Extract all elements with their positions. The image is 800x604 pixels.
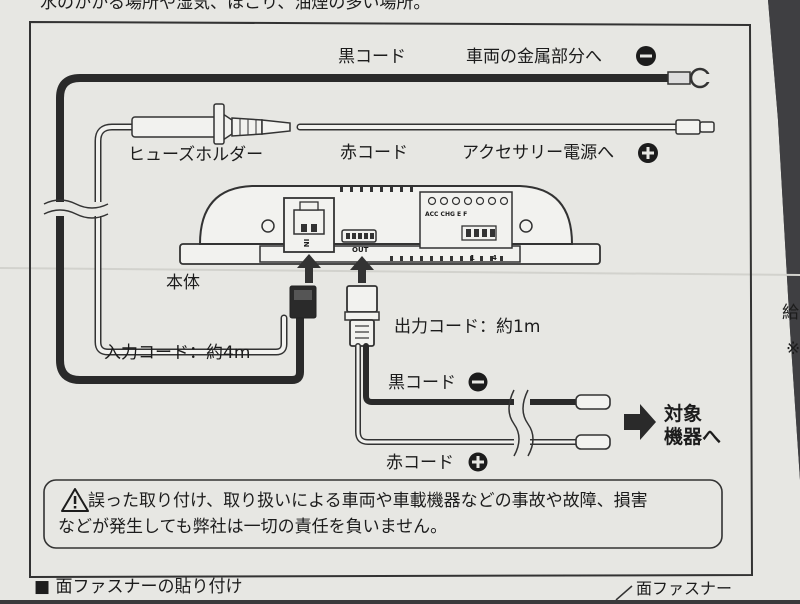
output-terminal-black	[575, 394, 611, 410]
label-red-cord-top: 赤コード	[340, 143, 408, 163]
screw-hole-left	[261, 219, 275, 233]
ring-terminal	[667, 67, 711, 89]
in-port: IN	[283, 197, 335, 253]
label-black-cord-out: 黒コード	[388, 373, 456, 393]
corner-leader-line	[615, 585, 633, 601]
pin-label-right: 4	[492, 254, 497, 262]
pin-label-left: 1	[470, 254, 475, 262]
warning-text-line1: 誤った取り付け、取り扱いによる車両や車載機器などの事故や故障、損害	[88, 491, 648, 511]
cord-break-mark-left	[43, 199, 114, 219]
corner-label: 面ファスナー	[636, 579, 732, 598]
in-connector-plug	[289, 285, 317, 319]
minus-circle-icon	[636, 46, 656, 66]
top-fragment-text: 水のかかる場所や湿気、ほこり、油煙の多い場所。	[40, 0, 430, 13]
plus-circle-icon	[638, 143, 658, 163]
label-output-cord: 出力コード：約1m	[394, 317, 540, 337]
label-target-device-1: 対象	[663, 402, 702, 425]
diagram-frame	[29, 20, 754, 579]
section-heading: ■ 面ファスナーの貼り付け	[34, 577, 242, 597]
top-vents	[340, 187, 413, 192]
label-input-cord: 入力コード：約4m	[104, 343, 250, 363]
output-cord-red	[355, 343, 579, 445]
insert-arrow-out	[350, 256, 374, 283]
label-to-vehicle-metal: 車両の金属部分へ	[466, 47, 602, 67]
terminal-labels: ACC CHG E F	[425, 211, 467, 218]
warning-text-line2: などが発生しても弊社は一切の責任を負いません。	[58, 517, 447, 537]
output-terminal-red	[575, 434, 611, 450]
cord-break-mark-right	[508, 389, 534, 457]
in-port-label: IN	[302, 239, 310, 248]
output-cord-black	[363, 343, 579, 405]
terminal-strip: ACC CHG E F 1 4	[419, 191, 513, 262]
label-main-body: 本体	[166, 273, 200, 293]
right-edge-fragment-1: 給	[782, 303, 799, 323]
black-cord-main	[56, 74, 692, 384]
bottom-vents	[390, 256, 503, 261]
fuse-holder	[131, 103, 291, 145]
label-red-cord-out: 赤コード	[386, 453, 454, 473]
right-edge-fragment-2: ※	[786, 339, 800, 359]
arrow-right-icon	[624, 404, 656, 440]
plus-circle-icon	[468, 452, 488, 472]
main-unit: IN OUT ACC CHG E F	[179, 185, 601, 265]
dark-background	[768, 0, 800, 480]
red-cord-main	[94, 123, 680, 356]
minus-circle-icon	[468, 372, 488, 392]
out-connector-plug	[344, 285, 380, 347]
out-port: OUT	[341, 229, 377, 254]
accessory-pin-terminal	[675, 119, 715, 135]
label-black-cord-top: 黒コード	[338, 47, 406, 67]
screw-hole-right	[519, 219, 533, 233]
insert-arrow-in	[297, 254, 321, 283]
out-port-label: OUT	[352, 246, 369, 254]
warning-triangle-icon	[61, 488, 89, 512]
label-target-device-2: 機器へ	[664, 425, 721, 448]
label-to-accessory-power: アクセサリー電源へ	[462, 143, 614, 163]
paper-fold	[0, 267, 800, 276]
label-fuse-holder: ヒューズホルダー	[128, 145, 263, 165]
warning-box: 誤った取り付け、取り扱いによる車両や車載機器などの事故や故障、損害 などが発生し…	[43, 479, 723, 549]
